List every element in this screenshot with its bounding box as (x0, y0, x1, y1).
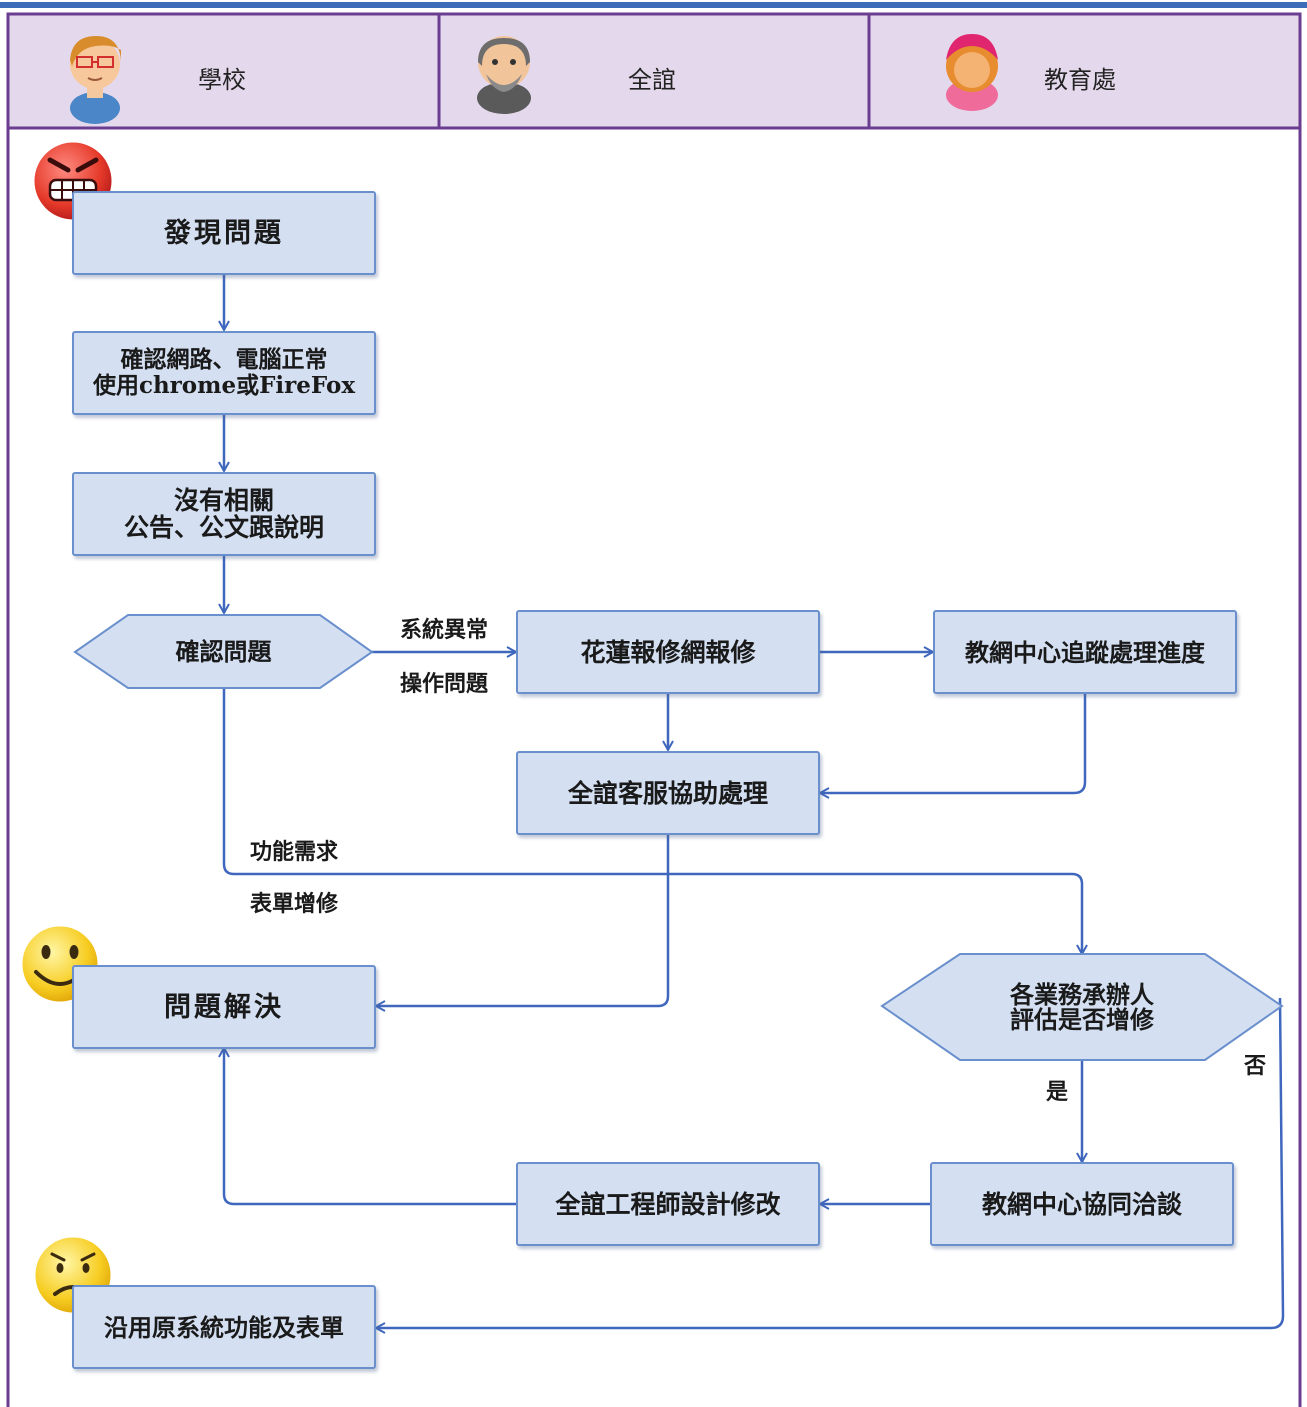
node-coordinate: 教網中心協同洽談 (930, 1162, 1234, 1246)
node-cs-assist: 全誼客服協助處理 (516, 751, 820, 835)
node-problem-solved: 問題解決 (72, 965, 376, 1049)
top-accent-bar (0, 2, 1307, 8)
node-track-progress-label: 教網中心追蹤處理進度 (965, 637, 1205, 667)
edge-cs-to-solved (376, 834, 670, 1006)
bald-man-avatar-icon (477, 36, 531, 114)
decision-evaluate-text: 各業務承辦人 評估是否增修 (1010, 980, 1154, 1034)
edge-label-system-error: 系統異常 (400, 617, 489, 643)
edge-label-operation-issue: 操作問題 (400, 671, 489, 697)
edge-label-yes: 是 (1046, 1079, 1069, 1105)
lane-header-band (9, 15, 1299, 128)
node-no-notice-label: 沒有相關 公告、公文跟說明 (123, 486, 324, 542)
node-keep-original: 沿用原系統功能及表單 (72, 1285, 376, 1369)
edge-label-form-change: 表單增修 (250, 891, 339, 917)
edge-engineer-to-solved (224, 1048, 516, 1206)
decision-evaluate-shape (880, 953, 1284, 1061)
node-discover-problem-label: 發現問題 (164, 217, 284, 249)
lane-label-quanyi: 全誼 (628, 66, 676, 94)
lane-label-education-dept: 教育處 (1044, 66, 1116, 94)
node-problem-solved-label: 問題解決 (164, 991, 284, 1023)
node-check-network: 確認網路、電腦正常 使用chrome或FireFox (72, 331, 376, 415)
lane-label-school: 學校 (198, 66, 246, 94)
node-no-notice: 沒有相關 公告、公文跟說明 (72, 472, 376, 556)
decision-confirm-label: 確認問題 (75, 615, 372, 688)
node-engineer-modify: 全誼工程師設計修改 (516, 1162, 820, 1246)
node-report-repair: 花蓮報修網報修 (516, 610, 820, 694)
teacher-avatar-icon (70, 36, 121, 124)
node-engineer-modify-label: 全誼工程師設計修改 (555, 1189, 781, 1219)
decision-confirm-text: 確認問題 (175, 637, 272, 666)
node-keep-original-label: 沿用原系統功能及表單 (104, 1312, 344, 1342)
edge-label-no: 否 (1244, 1053, 1267, 1079)
woman-avatar-icon (946, 34, 998, 111)
node-cs-assist-label: 全誼客服協助處理 (567, 778, 768, 808)
connectors (222, 275, 1285, 1328)
node-track-progress: 教網中心追蹤處理進度 (933, 610, 1237, 694)
decision-evaluate-label: 各業務承辦人 評估是否增修 (882, 954, 1282, 1060)
edge-confirm-to-evaluate (222, 688, 1082, 954)
node-coordinate-label: 教網中心協同洽談 (981, 1189, 1182, 1219)
edge-label-feature-request: 功能需求 (250, 839, 339, 865)
decision-confirm-shape (73, 614, 374, 689)
edge-evaluate-no (376, 997, 1285, 1328)
node-report-repair-label: 花蓮報修網報修 (580, 637, 756, 667)
node-discover-problem: 發現問題 (72, 191, 376, 275)
node-check-network-label: 確認網路、電腦正常 使用chrome或FireFox (92, 346, 356, 399)
edge-track-to-cs (820, 694, 1087, 793)
